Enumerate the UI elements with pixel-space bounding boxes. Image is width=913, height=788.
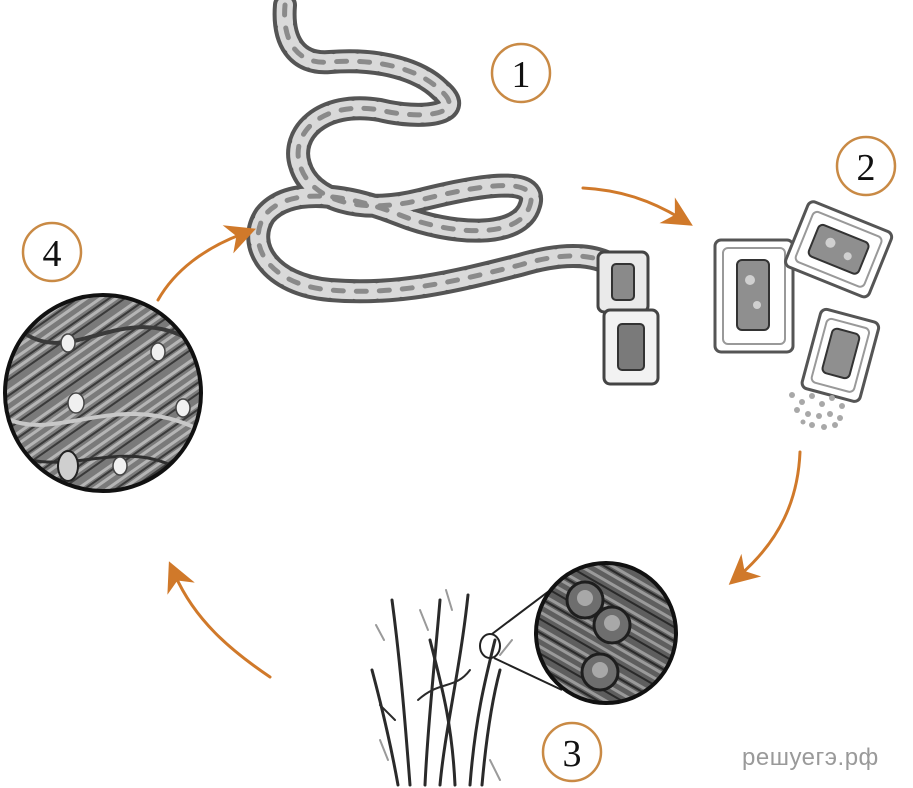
label-4-badge: 4: [21, 221, 83, 283]
arrow-1-to-2: [581, 186, 693, 226]
filament-icon: [246, 0, 660, 386]
label-3-badge: 3: [541, 721, 603, 783]
akinete-cells-icon: [713, 200, 894, 430]
watermark-text: решуегэ.рф: [742, 744, 879, 771]
grass-with-spores-icon: [370, 561, 678, 787]
arrow-4-to-1: [156, 225, 257, 302]
label-2: 2: [857, 147, 876, 189]
label-1-badge: 1: [490, 42, 552, 104]
host-tissue-icon: [3, 293, 203, 493]
label-4: 4: [43, 233, 62, 275]
arrow-2-to-3: [728, 450, 802, 585]
arrow-3-to-4: [167, 561, 272, 679]
label-1: 1: [512, 54, 531, 96]
label-2-badge: 2: [835, 135, 897, 197]
label-3: 3: [563, 733, 582, 775]
